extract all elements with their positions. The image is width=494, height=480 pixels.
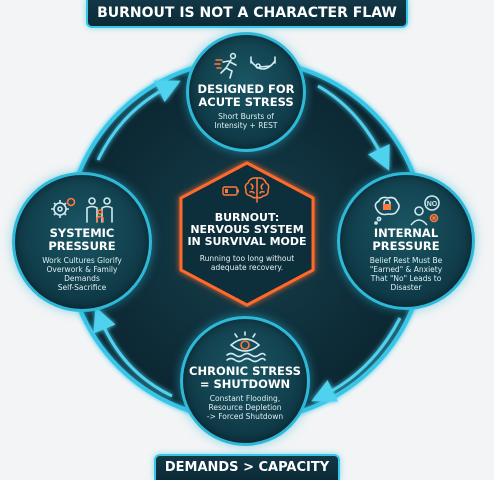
- desc-line: Constant Flooding,: [209, 394, 281, 403]
- no-bubble-text: NO: [427, 201, 438, 208]
- desc-line: -> Forced Shutdown: [206, 412, 284, 421]
- title-line: BURNOUT:: [214, 211, 280, 224]
- ring-arrow-left-top: [96, 80, 181, 161]
- title-line: = SHUTDOWN: [199, 377, 291, 391]
- family-icon: [83, 194, 117, 226]
- node-right-description: Belief Rest Must Be "Earned" & Anxiety T…: [340, 256, 472, 292]
- person-no-icon: NO: [407, 194, 441, 226]
- desc-line: Work Cultures Glorify: [42, 256, 122, 265]
- node-bottom-description: Constant Flooding, Resource Depletion ->…: [183, 394, 307, 421]
- desc-line: Running too long without: [199, 254, 295, 263]
- desc-line: Short Bursts of: [218, 112, 274, 121]
- center-title: BURNOUT: NERVOUS SYSTEM IN SURVIVAL MODE: [173, 212, 321, 248]
- node-left-description: Work Cultures Glorify Overwork & Family …: [15, 256, 149, 292]
- node-internal-pressure: NO INTERNAL PRESSURE Belief Rest Must Be…: [337, 172, 475, 310]
- hammock-rest-icon: [248, 51, 278, 81]
- desc-line: Belief Rest Must Be: [369, 256, 443, 265]
- ring-arrow-top-right: [317, 84, 390, 171]
- desc-line: Disaster: [390, 283, 422, 292]
- title-line: CHRONIC STRESS: [189, 364, 301, 378]
- desc-line: Overwork & Family: [46, 265, 118, 274]
- node-systemic-pressure: SYSTEMIC PRESSURE Work Cultures Glorify …: [12, 172, 152, 312]
- title-line: PRESSURE: [48, 239, 116, 253]
- node-left-title: SYSTEMIC PRESSURE: [15, 227, 149, 253]
- brain-icon: [242, 174, 272, 208]
- thought-lock-icon: [371, 194, 403, 226]
- low-battery-icon: [222, 182, 240, 201]
- desc-line: Self-Sacrifice: [57, 283, 107, 292]
- center-description: Running too long without adequate recove…: [173, 254, 321, 272]
- footer-title: DEMANDS > CAPACITY: [164, 460, 330, 475]
- title-line: DESIGNED FOR: [197, 82, 295, 96]
- title-line: ACUTE STRESS: [198, 95, 294, 109]
- node-chronic-stress: CHRONIC STRESS = SHUTDOWN Constant Flood…: [180, 316, 310, 446]
- title-line: NERVOUS SYSTEM: [190, 223, 304, 236]
- center-hexagon: [179, 161, 315, 307]
- node-top-title: DESIGNED FOR ACUTE STRESS: [189, 83, 303, 109]
- title-line: IN SURVIVAL MODE: [187, 235, 307, 248]
- node-bottom-title: CHRONIC STRESS = SHUTDOWN: [183, 365, 307, 391]
- node-top-icons: [189, 49, 303, 83]
- desc-line: "Earned" & Anxiety: [369, 265, 443, 274]
- header-banner: BURNOUT IS NOT A CHARACTER FLAW: [86, 0, 408, 28]
- desc-line: Resource Depletion: [208, 403, 282, 412]
- center-burnout: BURNOUT: NERVOUS SYSTEM IN SURVIVAL MODE…: [173, 160, 321, 308]
- node-top-description: Short Bursts of Intensity + REST: [189, 112, 303, 130]
- center-icons: [173, 174, 321, 208]
- header-title: BURNOUT IS NOT A CHARACTER FLAW: [97, 5, 397, 21]
- ring-arrow-bottom-left: [93, 306, 173, 398]
- desc-line: Demands: [64, 274, 100, 283]
- node-bottom-icons: [183, 331, 307, 365]
- node-acute-stress: DESIGNED FOR ACUTE STRESS Short Bursts o…: [186, 32, 306, 152]
- desc-line: That "No" Leads to: [370, 274, 442, 283]
- node-left-icons: [15, 193, 149, 227]
- title-line: SYSTEMIC: [49, 226, 115, 240]
- flooded-eye-icon: [223, 331, 267, 365]
- title-line: INTERNAL: [373, 226, 439, 240]
- node-right-icons: NO: [340, 193, 472, 227]
- desc-line: adequate recovery.: [210, 263, 284, 272]
- running-person-icon: [214, 51, 244, 81]
- node-right-title: INTERNAL PRESSURE: [340, 227, 472, 253]
- gears-icon: [47, 194, 79, 226]
- desc-line: Intensity + REST: [214, 121, 278, 130]
- ring-arrow-right-bottom: [311, 317, 402, 402]
- title-line: PRESSURE: [372, 239, 440, 253]
- footer-banner: DEMANDS > CAPACITY: [154, 454, 340, 480]
